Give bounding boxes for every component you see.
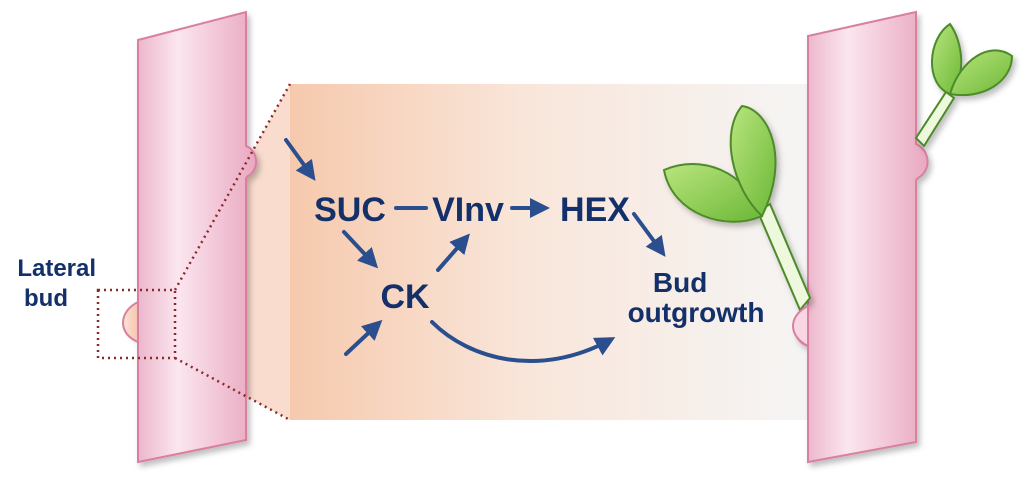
- outgrowth-sprout: [662, 104, 812, 312]
- right-stem: [793, 10, 929, 464]
- lateral-bud-label-line2: bud: [24, 285, 68, 312]
- bud-outgrowth-line2: outgrowth: [628, 297, 765, 328]
- arrow-suc-to-ck: [342, 230, 379, 269]
- outgrowth-leaf-right: [729, 104, 777, 218]
- bud-outgrowth-line1: Bud: [653, 267, 707, 298]
- zoom-guide-bottom: [174, 356, 291, 422]
- outgrowth-bud-base: [792, 304, 809, 348]
- lateral-bud-label: Lateral bud: [17, 255, 102, 312]
- arrow-hex-to-bud-outgrowth: [632, 212, 666, 257]
- node-vinv: VInv: [432, 191, 504, 229]
- left-stem: [125, 10, 257, 464]
- arrow-input-to-ck: [344, 319, 383, 356]
- node-bud-outgrowth: Bud outgrowth: [628, 267, 765, 328]
- arrow-ck-to-vinv: [436, 233, 470, 272]
- lateral-bud-label-line1: Lateral: [17, 255, 96, 282]
- upper-sprout-leaf-right: [948, 49, 1014, 97]
- node-hex: HEX: [560, 191, 630, 229]
- upper-sprout: [914, 22, 1014, 148]
- node-ck: CK: [380, 278, 430, 316]
- lateral-bud-shape: [122, 300, 139, 344]
- arrow-ck-to-bud-outgrowth: [430, 320, 616, 364]
- arrow-input-to-suc: [284, 138, 316, 181]
- node-suc: SUC: [314, 191, 386, 229]
